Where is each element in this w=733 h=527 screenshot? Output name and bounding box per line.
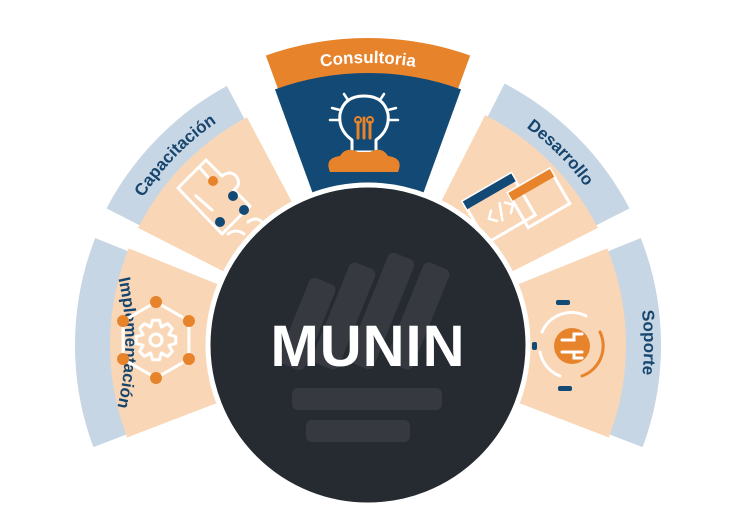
gear-network-icon	[117, 296, 195, 384]
lightbulb-icon	[328, 92, 400, 172]
center-title: MUNIN	[270, 314, 465, 379]
segment-consultoria-inner-band	[274, 73, 462, 223]
munin-logo-mark-icon	[278, 252, 450, 442]
center-hub: MUNIN	[205, 182, 531, 508]
puzzle-people-icon	[176, 158, 264, 236]
segment-consultoria-label: Consultoria	[319, 48, 418, 71]
center-circle	[205, 182, 531, 508]
wrench-support-icon	[532, 300, 605, 391]
browser-windows-icon	[460, 166, 572, 246]
